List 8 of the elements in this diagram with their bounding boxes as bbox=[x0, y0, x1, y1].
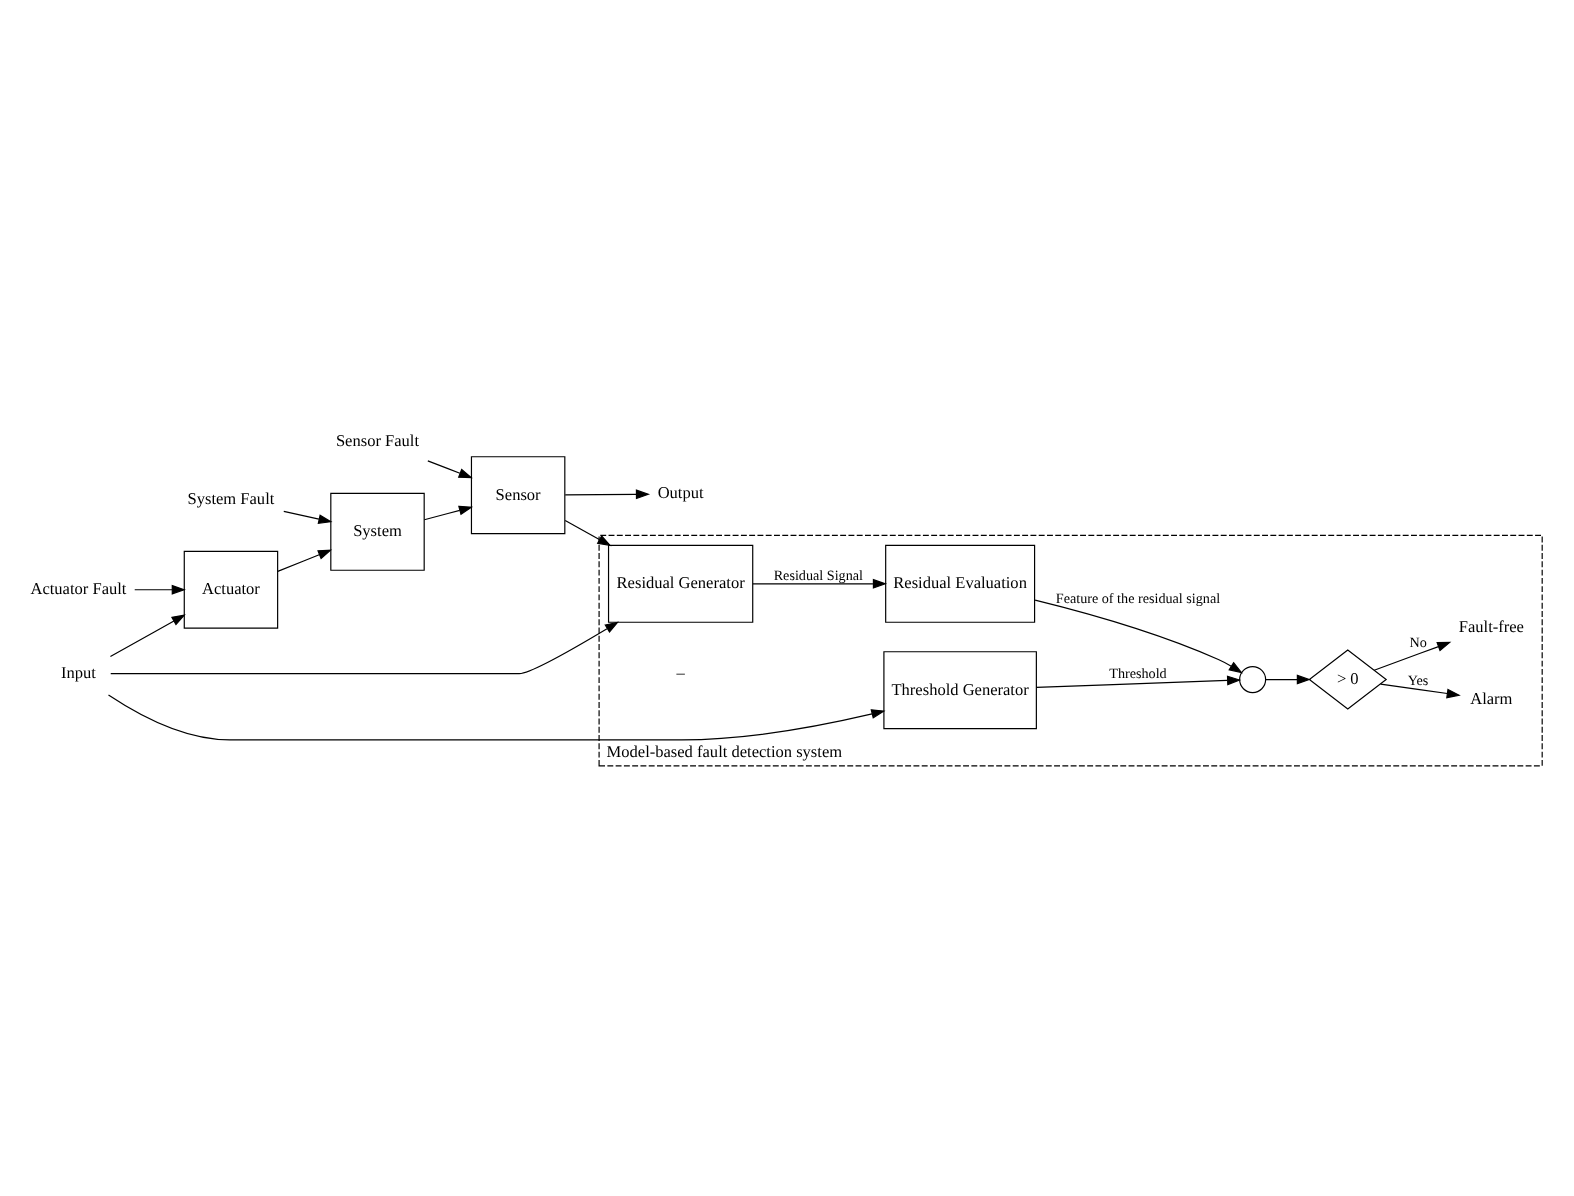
node-text: Sensor Fault bbox=[335, 432, 420, 451]
node-text: Alarm bbox=[1470, 690, 1513, 709]
node-text: Actuator Fault bbox=[30, 580, 127, 599]
node-text: Input bbox=[61, 664, 96, 683]
node-text: System Fault bbox=[187, 490, 275, 509]
node-text: Fault-free bbox=[1458, 617, 1524, 636]
node-text: Output bbox=[657, 484, 704, 503]
label: – bbox=[676, 664, 685, 683]
